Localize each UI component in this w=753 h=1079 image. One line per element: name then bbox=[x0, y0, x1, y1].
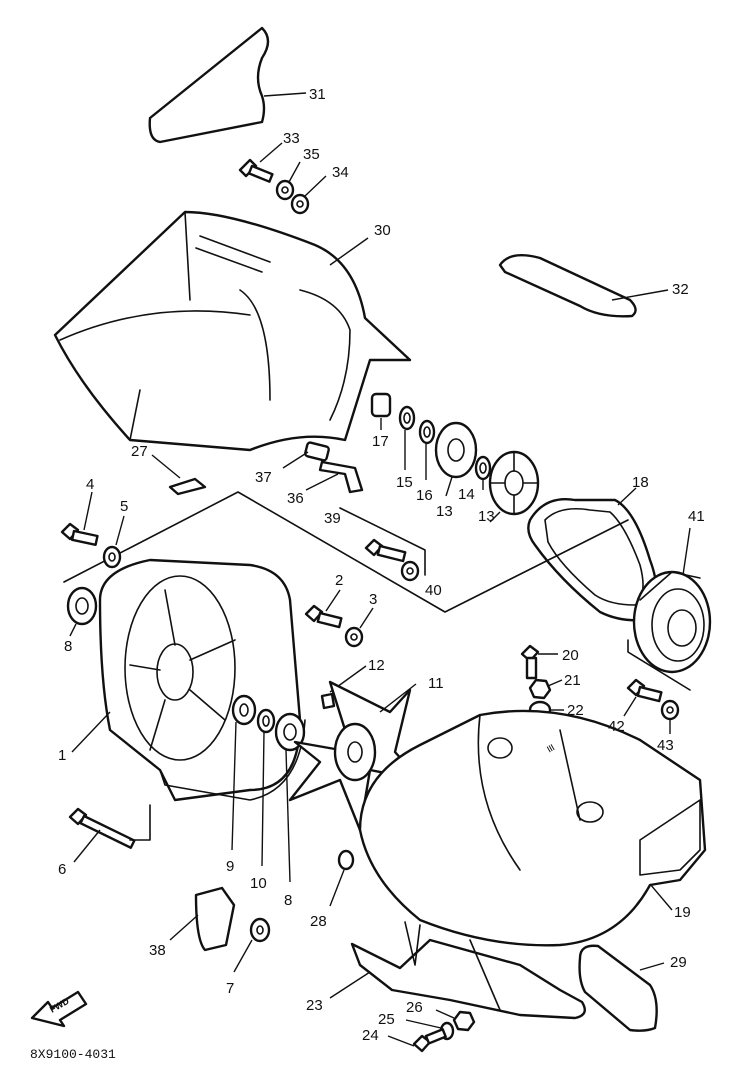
part-28-grommet bbox=[337, 849, 355, 871]
part-3-washer bbox=[344, 626, 364, 648]
part-37-damper bbox=[304, 441, 330, 462]
callout-26: 26 bbox=[406, 999, 423, 1016]
part-30-upper-shroud bbox=[53, 210, 412, 452]
part-33-bolt bbox=[238, 158, 274, 183]
part-6-bolt bbox=[68, 807, 136, 849]
callout-35: 35 bbox=[303, 146, 320, 163]
callout-20: 20 bbox=[562, 647, 579, 664]
part-26-nut bbox=[452, 1010, 476, 1032]
part-15-washer bbox=[398, 405, 416, 431]
part-12-key bbox=[320, 692, 336, 710]
drawing-code: 8X9100-4031 bbox=[30, 1047, 116, 1062]
part-35-washer bbox=[275, 179, 295, 201]
callout-24: 24 bbox=[362, 1027, 379, 1044]
part-13-pulley-half bbox=[434, 421, 478, 479]
part-9-washer bbox=[231, 694, 257, 726]
part-42-bolt bbox=[626, 678, 663, 703]
part-34-washer bbox=[290, 193, 310, 215]
part-32-bracket bbox=[498, 254, 637, 318]
callout-10: 10 bbox=[250, 875, 267, 892]
callout-30: 30 bbox=[374, 222, 391, 239]
part-1-fan-housing bbox=[98, 558, 306, 802]
part-4-bolt bbox=[60, 522, 99, 546]
callout-27: 27 bbox=[131, 443, 148, 460]
callout-42: 42 bbox=[608, 718, 625, 735]
callout-43: 43 bbox=[657, 737, 674, 754]
part-11-fan bbox=[288, 680, 422, 832]
part-43-washer bbox=[660, 699, 680, 721]
part-16-washer bbox=[418, 419, 436, 445]
part-17-collar bbox=[370, 392, 392, 418]
part-41-pulley bbox=[632, 570, 712, 674]
part-19-main-shroud: ≡ bbox=[358, 709, 707, 947]
callout-29: 29 bbox=[670, 954, 687, 971]
part-23-bottom-bracket bbox=[350, 921, 586, 1020]
callout-2: 2 bbox=[335, 572, 343, 589]
callout-3: 3 bbox=[369, 591, 377, 608]
callout-34: 34 bbox=[332, 164, 349, 181]
part-21-nut bbox=[528, 678, 552, 700]
callout-14: 14 bbox=[458, 486, 475, 503]
callout-28: 28 bbox=[310, 913, 327, 930]
callout-17: 17 bbox=[372, 433, 389, 450]
callout-41: 41 bbox=[688, 508, 705, 525]
part-39-bolt bbox=[364, 538, 407, 563]
part-24-bolt bbox=[412, 1028, 447, 1053]
callout-12: 12 bbox=[368, 657, 385, 674]
callout-22: 22 bbox=[567, 702, 584, 719]
callout-16: 16 bbox=[416, 487, 433, 504]
callout-21: 21 bbox=[564, 672, 581, 689]
callout-32: 32 bbox=[672, 281, 689, 298]
fwd-arrow-icon: FWD bbox=[30, 990, 88, 1028]
callout-31: 31 bbox=[309, 86, 326, 103]
callout-38: 38 bbox=[149, 942, 166, 959]
part-13-pulley-half-2 bbox=[488, 450, 540, 516]
callout-23: 23 bbox=[306, 997, 323, 1014]
part-31-cover-plate bbox=[148, 26, 270, 144]
callout-33: 33 bbox=[283, 130, 300, 147]
callout-11: 11 bbox=[428, 675, 444, 692]
callout-15: 15 bbox=[396, 474, 413, 491]
part-40-nut bbox=[400, 560, 420, 582]
part-8-bearing bbox=[66, 586, 98, 626]
part-7-collar bbox=[249, 917, 271, 943]
part-2-bolt bbox=[304, 604, 343, 629]
part-10-washer bbox=[256, 708, 276, 734]
callout-8: 8 bbox=[64, 638, 72, 655]
part-36-bracket bbox=[318, 460, 364, 494]
callout-39: 39 bbox=[324, 510, 341, 527]
part-5-washer bbox=[102, 545, 122, 569]
part-14-washer bbox=[474, 455, 492, 481]
part-29-plate bbox=[578, 944, 658, 1032]
part-38-cover bbox=[194, 886, 236, 952]
callout-8-second: 8 bbox=[284, 892, 292, 909]
callout-4: 4 bbox=[86, 476, 94, 493]
callout-25: 25 bbox=[378, 1011, 395, 1028]
callout-7: 7 bbox=[226, 980, 234, 997]
callout-1: 1 bbox=[58, 747, 66, 764]
callout-6: 6 bbox=[58, 861, 66, 878]
part-20-bolt bbox=[520, 644, 540, 680]
callout-9: 9 bbox=[226, 858, 234, 875]
callout-13-second: 13 bbox=[478, 508, 495, 525]
callout-37: 37 bbox=[255, 469, 272, 486]
callout-36: 36 bbox=[287, 490, 304, 507]
part-8-bearing-2 bbox=[274, 712, 306, 752]
callout-13: 13 bbox=[436, 503, 453, 520]
part-27-clip bbox=[168, 477, 207, 496]
callout-5: 5 bbox=[120, 498, 128, 515]
callout-40: 40 bbox=[425, 582, 442, 599]
callout-18: 18 bbox=[632, 474, 649, 491]
callout-19: 19 bbox=[674, 904, 691, 921]
